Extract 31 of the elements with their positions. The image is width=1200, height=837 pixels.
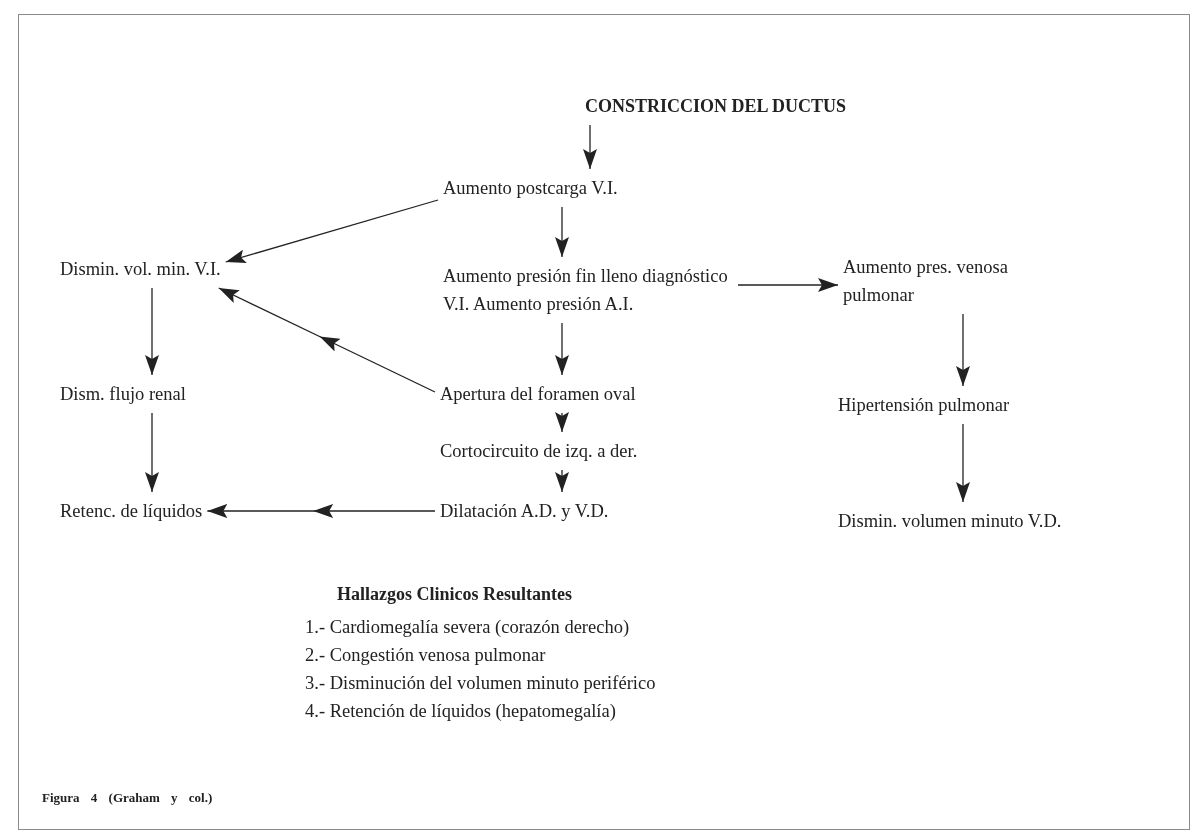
arrow [145, 287, 159, 376]
arrow [206, 504, 436, 518]
flow-text: Aumento pres. venosa pulmonar [843, 253, 1053, 309]
arrow [555, 322, 569, 376]
arrow [737, 278, 839, 292]
arrow [583, 124, 597, 170]
arrow [956, 423, 970, 503]
arrow [956, 313, 970, 387]
arrow [218, 287, 436, 393]
arrow [555, 469, 569, 493]
flow-text: Hipertensión pulmonar [838, 391, 1010, 419]
arrow [225, 199, 439, 264]
flow-text: Retenc. de líquidos [60, 497, 203, 525]
arrow [145, 412, 159, 493]
findings-item: 2.- Congestión venosa pulmonar [305, 644, 546, 667]
flow-text: Aumento presión fin lleno diagnóstico V.I. Aumento presión A.I. [443, 262, 733, 318]
findings-item: 4.- Retención de líquidos (hepatomegalía) [305, 700, 616, 723]
flow-text: Apertura del foramen oval [440, 380, 636, 408]
arrow [555, 412, 569, 433]
flow-text: Aumento postcarga V.I. [443, 174, 618, 202]
flow-text: Dilatación A.D. y V.D. [440, 497, 609, 525]
flow-text: Dism. flujo renal [60, 380, 186, 408]
flow-text: Cortocircuito de izq. a der. [440, 437, 638, 465]
arrow [555, 206, 569, 258]
findings-item: 3.- Disminución del volumen minuto periférico [305, 672, 656, 695]
findings-heading: Hallazgos Clinicos Resultantes [337, 584, 572, 605]
flow-text: CONSTRICCION DEL DUCTUS [585, 92, 847, 120]
flow-text: Dismin. vol. min. V.I. [60, 255, 221, 283]
findings-item: 1.- Cardiomegalía severa (corazón derecho) [305, 616, 630, 639]
figure-caption: Figura 4 (Graham y col.) [42, 790, 213, 806]
flow-text: Dismin. volumen minuto V.D. [838, 507, 1062, 535]
